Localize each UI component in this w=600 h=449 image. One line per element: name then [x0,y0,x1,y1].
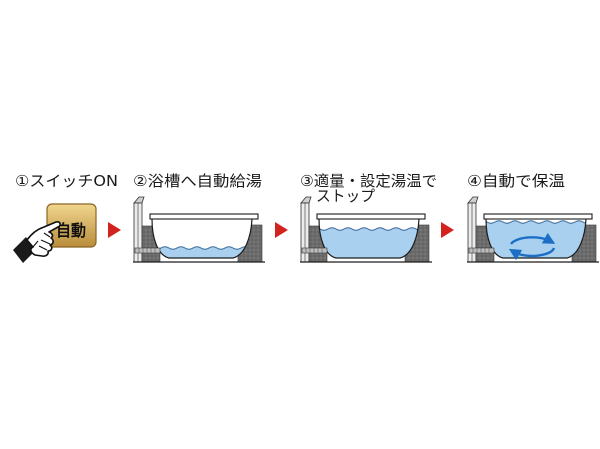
bath-water [319,227,419,258]
step-3-label-line-2: ストップ [316,187,375,205]
tub-body-outline [318,218,420,259]
inlet-pipe-ridges [138,248,156,253]
inlet-pipe [301,247,328,254]
step-arrow-1 [108,222,121,238]
step-1-label: ①スイッチON [15,172,118,190]
tub-body-outline [151,218,253,259]
inlet-pipe [134,247,161,254]
step-arrow-2 [275,222,288,238]
step-4-bathtub [467,196,599,263]
tub-body-outline [485,218,587,259]
step-1-illustration: 自動 [13,203,97,263]
step-2-label: ②浴槽へ自動給湯 [133,172,262,190]
step-3-bathtub [300,196,432,263]
inlet-pipe-ridges [305,248,323,253]
bath-water [486,220,586,258]
inlet-pipe [468,247,495,254]
wall-top [133,196,145,204]
auto-button-label: 自動 [56,221,86,240]
circulation-arrow-upper [509,232,556,245]
pointing-hand-icon [26,221,61,257]
hand-finger-lines [32,232,51,251]
wall-top [300,196,312,204]
inlet-pipe-ridges [472,248,490,253]
step-3-label-line-1: ③適量・設定湯温で [300,172,437,190]
bath-water [152,246,252,258]
tub-rim [316,213,426,220]
step-2-bathtub [133,196,265,263]
tub-rim [483,213,593,220]
circulation-arrows-icon [508,232,556,261]
wall-top [467,196,479,204]
step-4-label: ④自動で保温 [467,172,565,190]
step-arrow-3 [441,222,454,238]
tub-rim [149,213,259,220]
circulation-arrow-lower [508,247,556,261]
